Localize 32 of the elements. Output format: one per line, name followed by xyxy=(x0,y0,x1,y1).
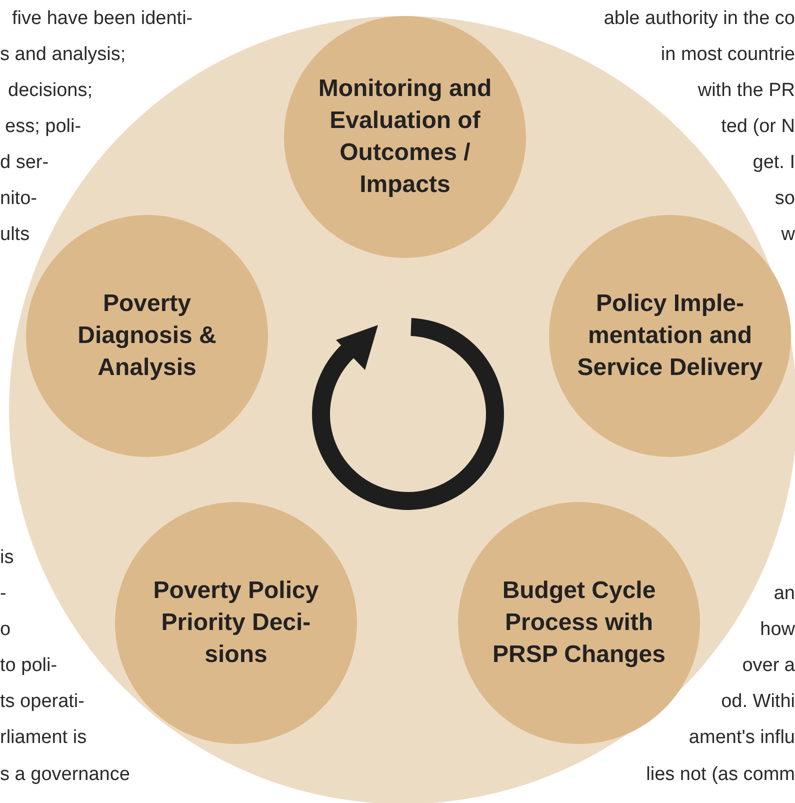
node-label: Poverty Diagnosis & Analysis xyxy=(76,289,218,383)
body-text: s a governance xyxy=(0,764,130,786)
body-text: s and analysis; xyxy=(0,44,126,66)
body-text: nito- xyxy=(0,188,37,210)
body-text: rliament is xyxy=(0,727,87,749)
node-label: Policy Imple- mentation and Service Delivery xyxy=(576,289,764,383)
body-text: lies not (as comm xyxy=(646,764,795,786)
body-text: how xyxy=(760,619,795,641)
body-text: to poli- xyxy=(0,655,58,677)
body-text: ament's influ xyxy=(688,727,795,749)
body-text: ess; poli- xyxy=(5,116,82,138)
body-text: an xyxy=(774,583,795,605)
body-text: so xyxy=(774,188,795,210)
body-text: decisions; xyxy=(8,80,92,102)
body-text: in most countrie xyxy=(660,44,795,66)
node-label: Budget Cycle Process with PRSP Changes xyxy=(492,576,666,670)
body-text: over a xyxy=(742,655,795,677)
body-text: d ser- xyxy=(0,152,49,174)
node-label: Monitoring and Evaluation of Outcomes / Impacts xyxy=(317,74,493,200)
body-text: ults xyxy=(0,224,30,246)
body-text: ted (or N xyxy=(721,116,795,138)
body-text: with the PR xyxy=(698,80,795,102)
node-label: Poverty Policy Priority Deci- sions xyxy=(152,576,320,670)
body-text: ts operati- xyxy=(0,691,84,713)
body-text: is xyxy=(0,547,14,569)
body-text: able authority in the co xyxy=(604,8,795,30)
body-text: five have been identi- xyxy=(12,8,193,30)
body-text: od. Withi xyxy=(721,691,795,713)
body-text: get. I xyxy=(752,152,795,174)
body-text: w xyxy=(781,224,795,246)
body-text: - xyxy=(0,583,6,605)
body-text: o xyxy=(0,619,11,641)
